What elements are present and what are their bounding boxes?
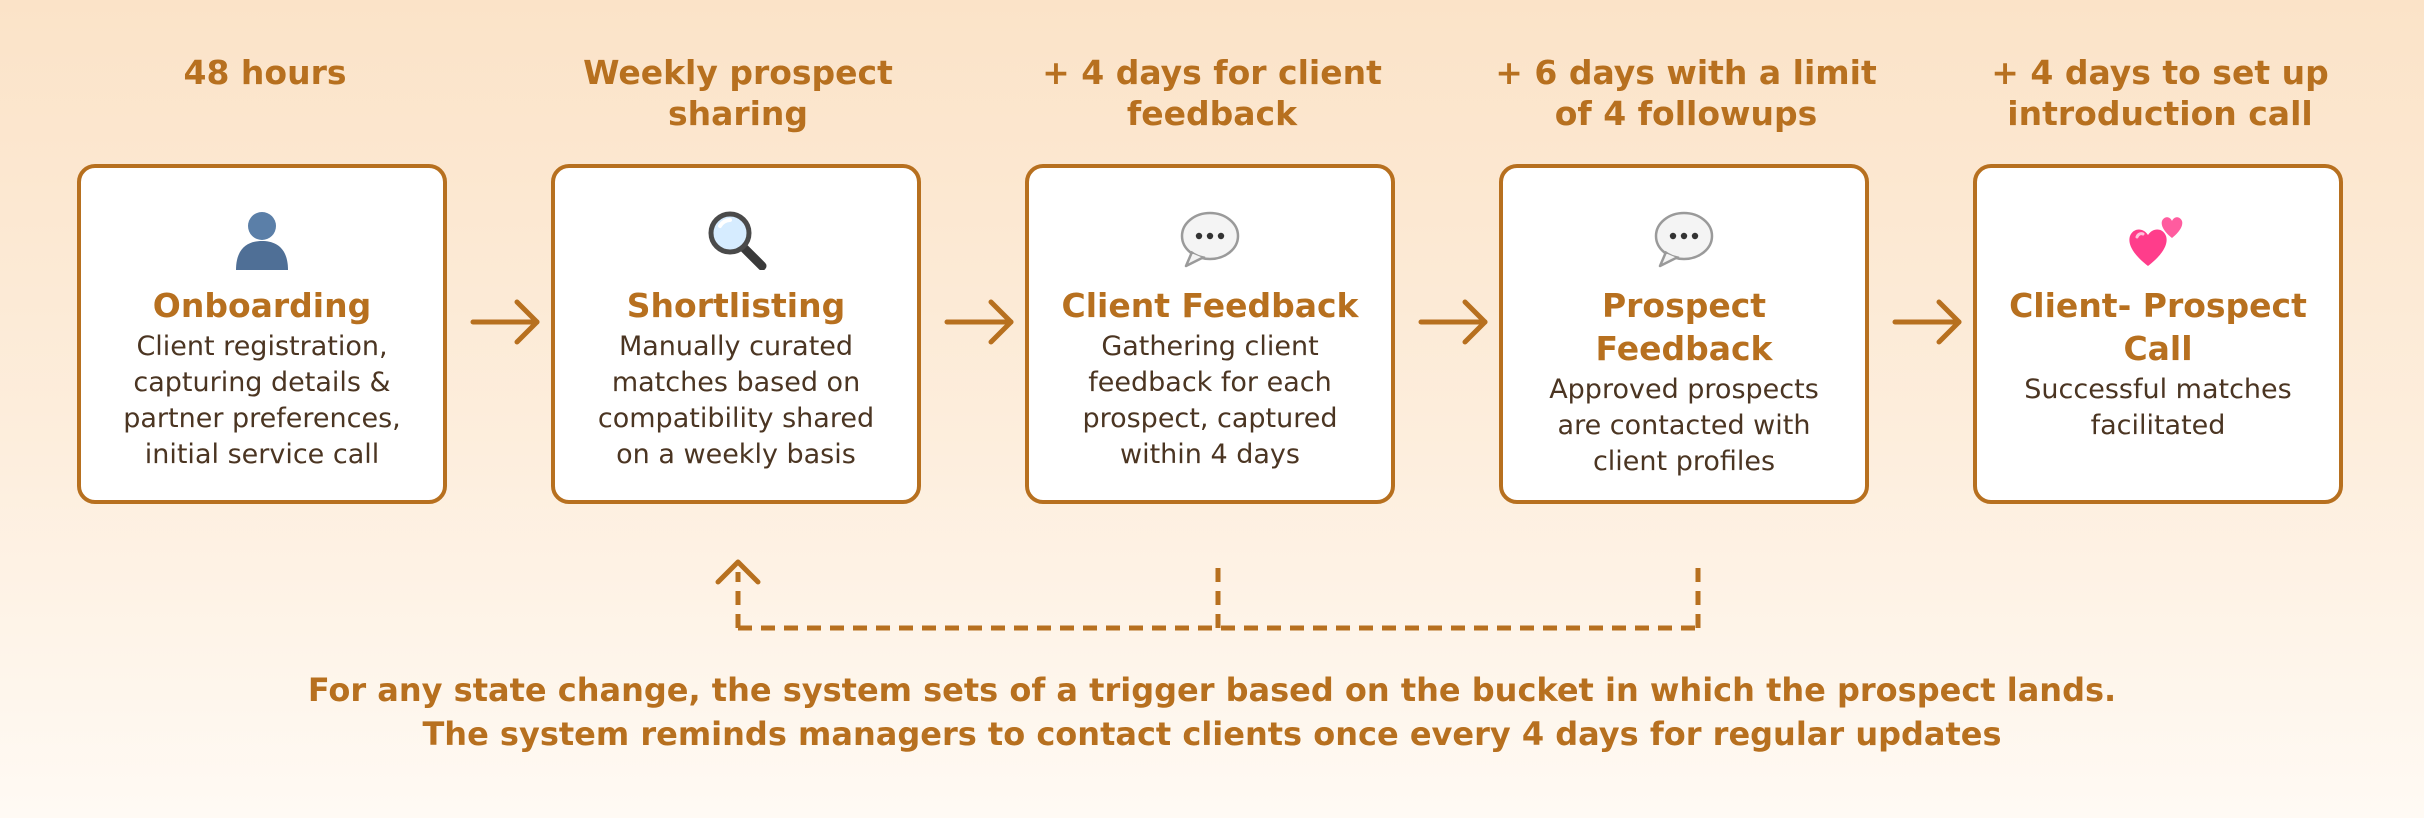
stage-title: Onboarding <box>152 286 372 325</box>
magnifying-glass-icon <box>555 208 917 270</box>
stage-card-prospect-feedback: Prospect Feedback Approved prospects are… <box>1499 164 1869 504</box>
right-arrow-icon <box>470 299 540 345</box>
right-arrow-icon <box>944 299 1014 345</box>
duration-label-client-prospect-call: + 4 days to set up introduction call <box>1991 53 2329 133</box>
stage-card-shortlisting: Shortlisting Manually curated matches ba… <box>551 164 921 504</box>
stage-title: Shortlisting <box>626 286 846 325</box>
speech-bubble-icon <box>1503 208 1865 270</box>
duration-label-onboarding: 48 hours <box>183 53 347 92</box>
two-hearts-icon <box>1977 208 2339 270</box>
stage-title: Client- Prospect Call <box>2009 286 2307 368</box>
stage-card-onboarding: Onboarding Client registration, capturin… <box>77 164 447 504</box>
footer-note-state-change: For any state change, the system sets of… <box>307 671 2117 709</box>
right-arrow-icon <box>1892 299 1962 345</box>
right-arrow-icon <box>1418 299 1488 345</box>
stage-description: Successful matches facilitated <box>2024 374 2292 441</box>
stage-card-client-feedback: Client Feedback Gathering client feedbac… <box>1025 164 1395 504</box>
feedback-loop-connector <box>715 559 1701 631</box>
stage-title: Client Feedback <box>1061 286 1359 325</box>
duration-label-shortlisting: Weekly prospect sharing <box>583 53 893 133</box>
stage-card-client-prospect-call: Client- Prospect Call Successful matches… <box>1973 164 2343 504</box>
stage-description: Approved prospects are contacted with cl… <box>1549 374 1819 477</box>
speech-bubble-icon <box>1029 208 1391 270</box>
bust-silhouette-icon <box>81 208 443 270</box>
footer-note-reminder: The system reminds managers to contact c… <box>422 715 2002 753</box>
stage-description: Gathering client feedback for each prosp… <box>1082 331 1338 470</box>
stage-description: Manually curated matches based on compat… <box>597 331 875 470</box>
stage-title: Prospect Feedback <box>1595 286 1773 368</box>
duration-label-prospect-feedback: + 6 days with a limit of 4 followups <box>1495 53 1877 133</box>
duration-label-client-feedback: + 4 days for client feedback <box>1042 53 1382 133</box>
stage-description: Client registration, capturing details &… <box>123 331 401 470</box>
